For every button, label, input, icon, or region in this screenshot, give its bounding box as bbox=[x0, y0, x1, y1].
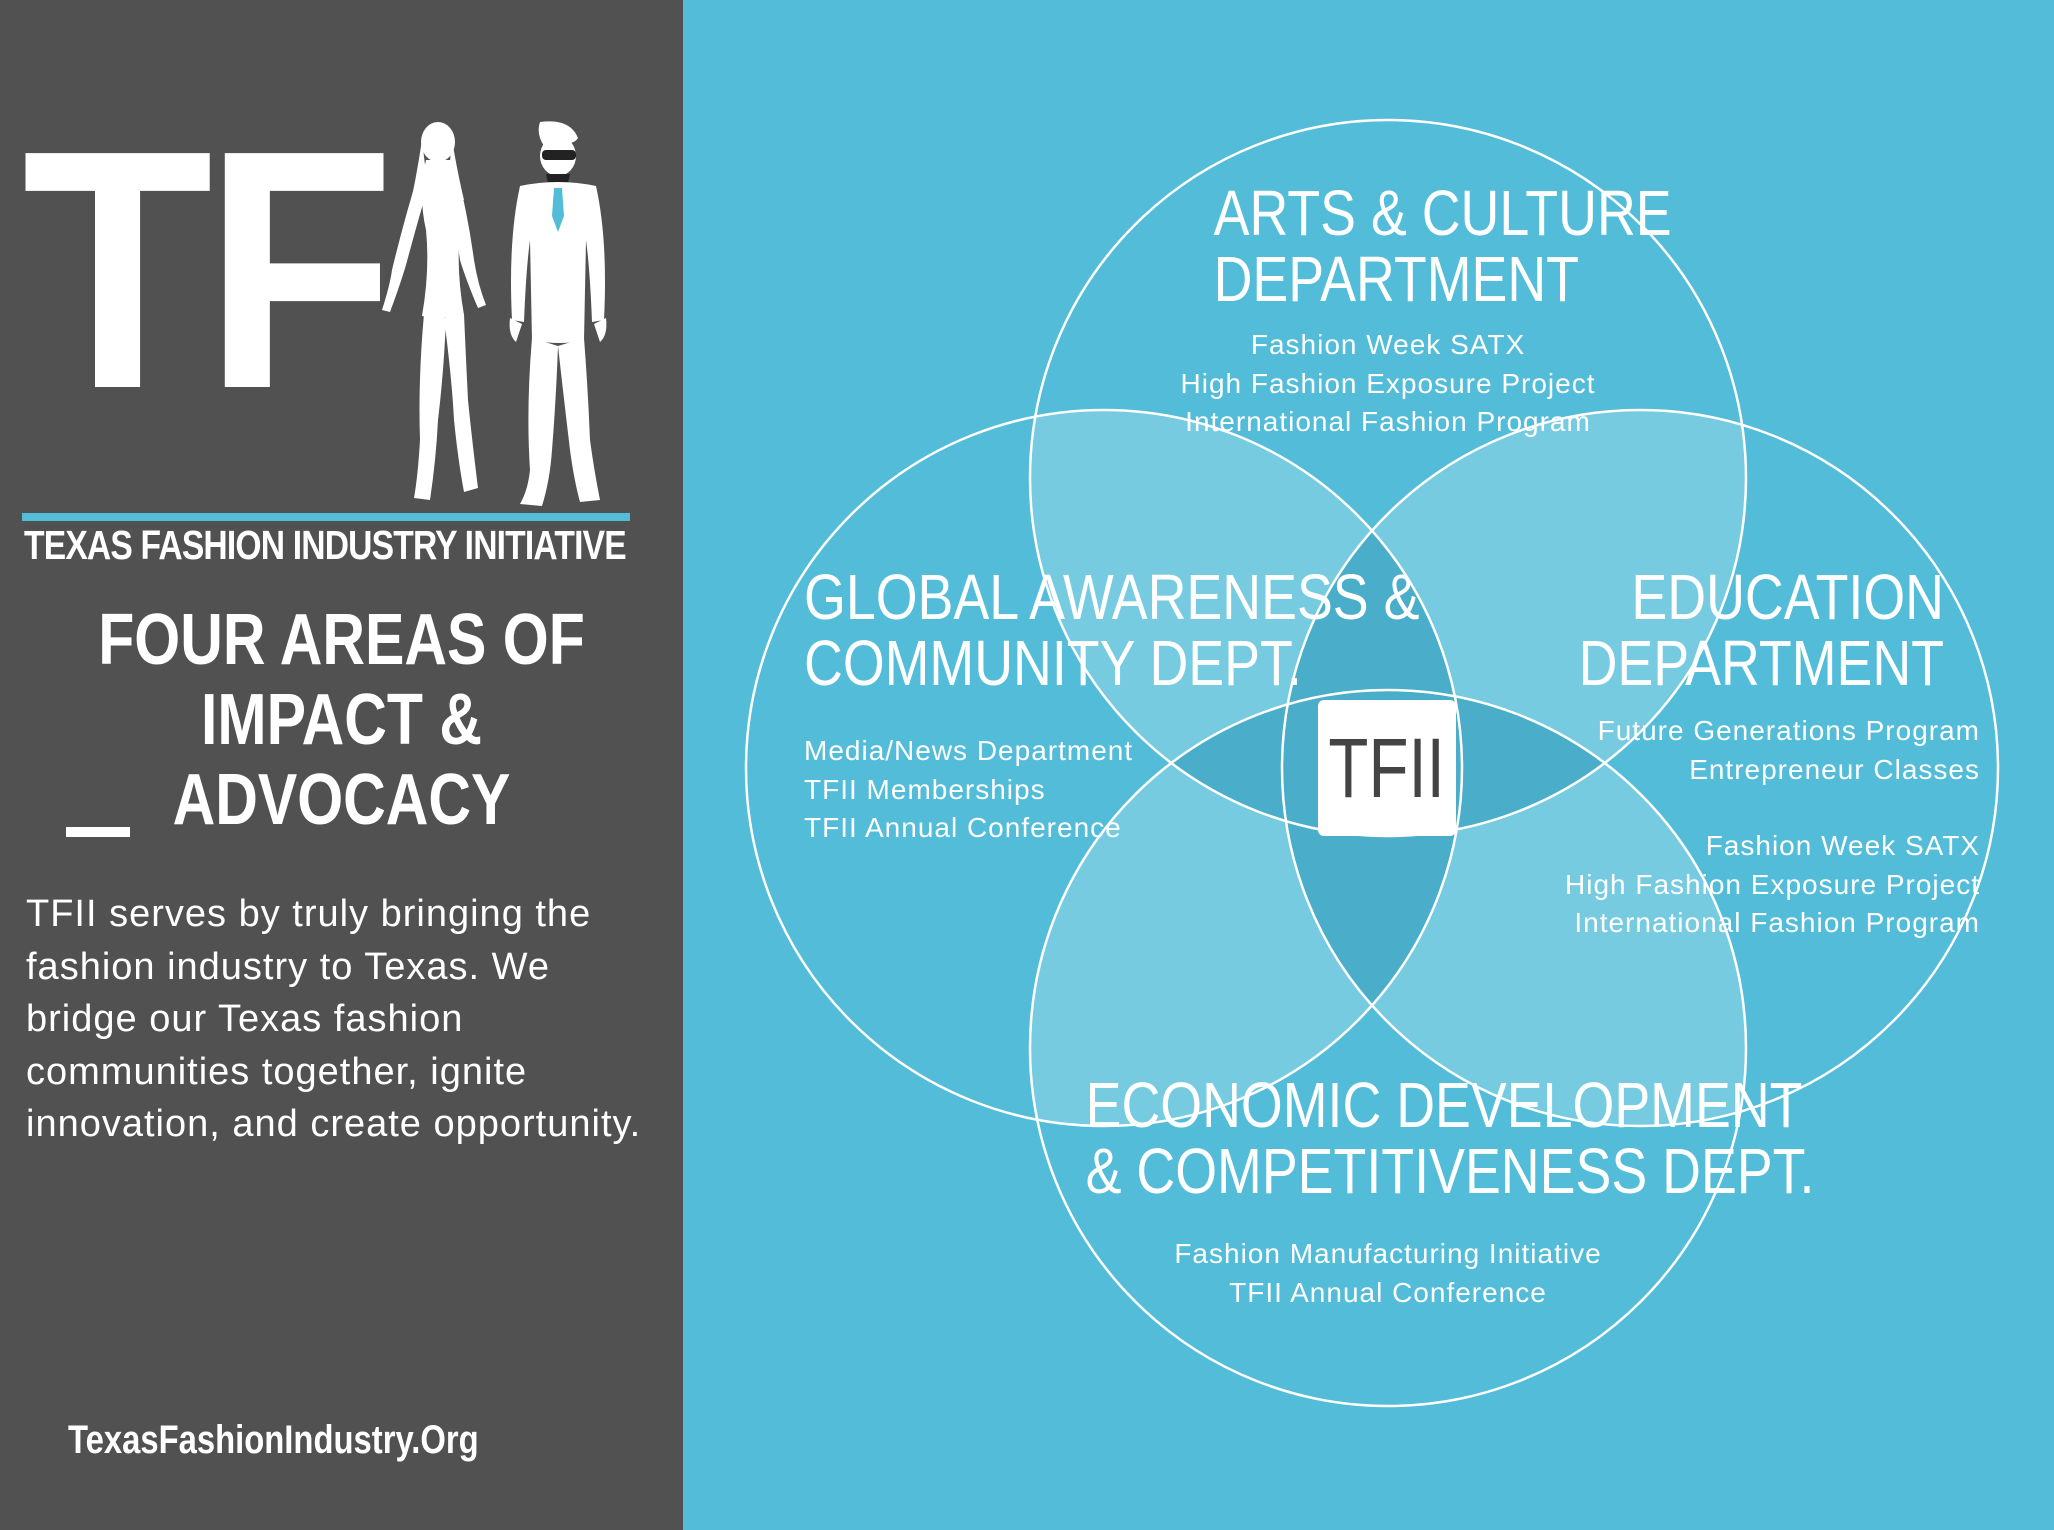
economic-title-line-1: ECONOMIC DEVELOPMENT bbox=[1085, 1069, 1803, 1141]
website-link[interactable]: TexasFashionIndustry.Org bbox=[68, 1418, 479, 1462]
program-item: Fashion Week SATX bbox=[1705, 830, 1980, 861]
organization-name: TEXAS FASHION INDUSTRY INITIATIVE bbox=[24, 522, 627, 568]
program-item: High Fashion Exposure Project bbox=[1180, 367, 1596, 399]
program-item: TFII Memberships bbox=[804, 773, 1046, 805]
center-label-box: TFII bbox=[1318, 700, 1456, 836]
circle-arts-culture bbox=[1028, 118, 1748, 838]
program-item: TFII Annual Conference bbox=[804, 812, 1122, 843]
education-title: EDUCATION DEPARTMENT bbox=[1579, 564, 1944, 696]
economic-title-line-2: & COMPETITIVENESS DEPT. bbox=[1085, 1135, 1815, 1207]
global-programs: Media/News Department TFII Memberships T… bbox=[804, 732, 1133, 848]
circle-global-awareness bbox=[744, 408, 1464, 1128]
education-programs: Future Generations Program Entrepreneur … bbox=[1598, 712, 1980, 789]
center-label: TFII bbox=[1328, 720, 1446, 815]
arts-programs: Fashion Week SATX High Fashion Exposure … bbox=[1098, 326, 1678, 442]
program-item: Fashion Manufacturing Initiative bbox=[1174, 1238, 1602, 1269]
arts-title-line-2: DEPARTMENT bbox=[1213, 243, 1579, 315]
fashion-models-silhouette-icon bbox=[382, 121, 607, 506]
divider-dash bbox=[66, 827, 130, 837]
mission-statement: TFII serves by truly bringing the fashio… bbox=[26, 893, 642, 1145]
logo-underline bbox=[22, 513, 630, 521]
education-title-line-2: DEPARTMENT bbox=[1578, 627, 1944, 699]
left-panel: TF TEXAS FASHION INDUSTRY INITI bbox=[0, 0, 683, 1530]
program-item: Entrepreneur Classes bbox=[1689, 753, 1980, 785]
economic-development-title: ECONOMIC DEVELOPMENT & COMPETITIVENESS D… bbox=[1085, 1069, 1815, 1207]
page-headline: FOUR AREAS OF IMPACT & ADVOCACY bbox=[61, 600, 621, 840]
program-item: TFII Annual Conference bbox=[1229, 1276, 1547, 1308]
headline-line-1: FOUR AREAS OF bbox=[98, 600, 585, 680]
education-title-line-1: EDUCATION bbox=[1631, 561, 1944, 633]
arts-title-line-1: ARTS & CULTURE bbox=[1213, 177, 1672, 249]
program-item: High Fashion Exposure Project bbox=[1565, 868, 1980, 900]
global-awareness-title: GLOBAL AWARENESS & COMMUNITY DEPT. bbox=[804, 564, 1419, 696]
program-item: International Fashion Program bbox=[1185, 406, 1591, 437]
global-title-line-1: GLOBAL AWARENESS & bbox=[804, 561, 1420, 633]
global-title-line-2: COMMUNITY DEPT. bbox=[804, 627, 1302, 699]
arts-culture-title: ARTS & CULTURE DEPARTMENT bbox=[1213, 177, 1672, 315]
program-item: Media/News Department bbox=[804, 735, 1134, 766]
economic-programs: Fashion Manufacturing Initiative TFII An… bbox=[1088, 1235, 1688, 1312]
program-item: Future Generations Program bbox=[1597, 715, 1980, 746]
headline-line-2: IMPACT & ADVOCACY bbox=[172, 680, 511, 840]
circle-economic-development bbox=[1028, 688, 1748, 1408]
circle-education bbox=[1280, 408, 2000, 1128]
education-programs-secondary: Fashion Week SATX High Fashion Exposure … bbox=[1565, 827, 1980, 943]
logo-wordmark: TF bbox=[22, 80, 395, 460]
program-item: International Fashion Program bbox=[1574, 907, 1980, 938]
program-item: Fashion Week SATX bbox=[1250, 329, 1526, 360]
